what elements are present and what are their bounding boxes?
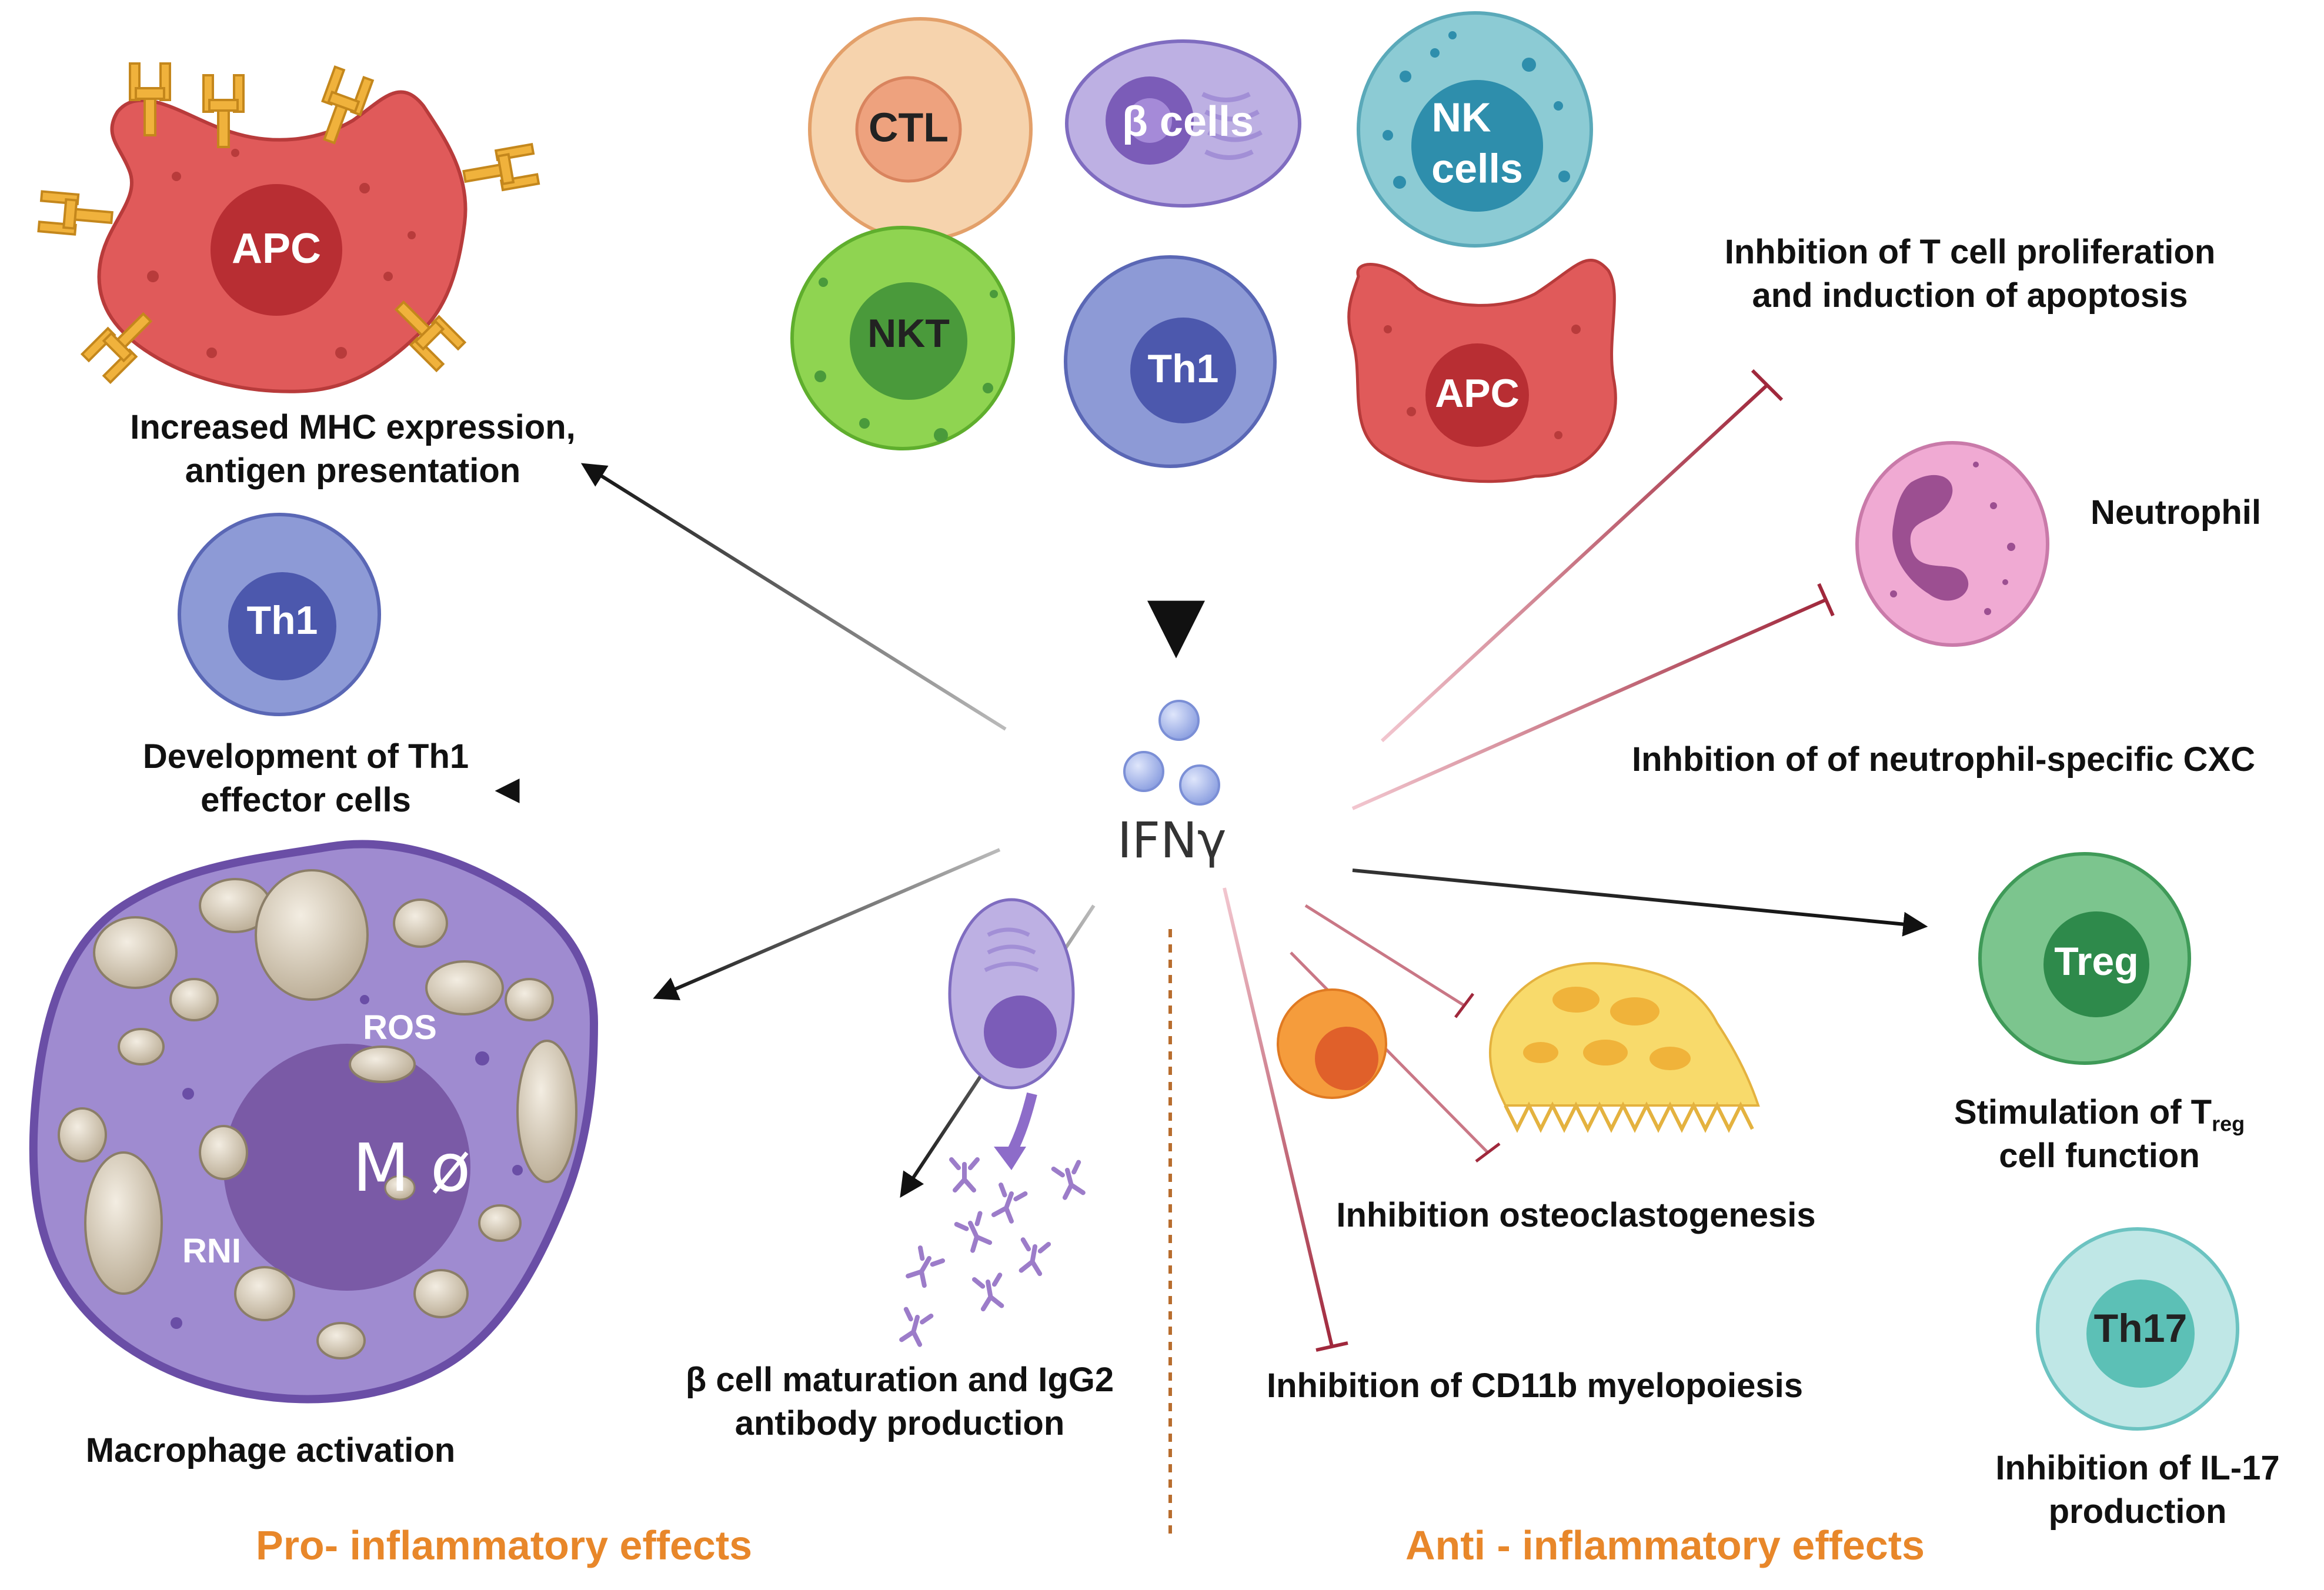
arrow-to-macrophage <box>653 848 1001 1001</box>
pro-apc-caption-line2: antigen presentation <box>185 452 521 490</box>
source-apc-cell: APC <box>1347 259 1617 483</box>
macrophage-ros-label: ROS <box>363 1008 437 1047</box>
source-th1-cell: Th1 <box>1064 255 1277 468</box>
pro-apc-caption: Increased MHC expression, antigen presen… <box>88 406 617 493</box>
treg-cell: Treg <box>1978 852 2191 1065</box>
inhibition-to-osteo-upper <box>1304 904 1474 1018</box>
source-th1-label: Th1 <box>1148 346 1219 391</box>
tcell-caption-line2: and induction of apoptosis <box>1752 276 2188 315</box>
treg-caption-prefix: Stimulation of T <box>1954 1093 2212 1131</box>
pro-th1-caption-line1: Development of Th1 <box>142 737 469 776</box>
source-nkt-label: NKT <box>867 311 950 356</box>
ifng-molecules <box>1123 700 1220 806</box>
inhibition-to-osteo-lower <box>1290 951 1501 1163</box>
source-nk-label: NK <box>1431 94 1491 140</box>
treg-caption: Stimulation of Treg cell function <box>1911 1091 2288 1178</box>
arrow-to-treg <box>1352 869 1928 937</box>
treg-caption-line2: cell function <box>1999 1137 2200 1175</box>
th17-caption-line1: Inhibition of IL-17 <box>1995 1449 2280 1487</box>
source-nk-label2: cells <box>1431 145 1523 191</box>
th17-caption: Inhibition of IL-17 production <box>1952 1447 2323 1534</box>
pro-th1-cell: Th1 <box>178 513 381 716</box>
treg-label: Treg <box>2054 939 2139 984</box>
neutrophil-cell <box>1855 441 2049 647</box>
neutrophil-caption: Inhbition of of neutrophil-specific CXC <box>1631 740 2256 779</box>
osteo-caption: Inhibition osteoclastogenesis <box>1336 1196 1816 1234</box>
anti-section-title: Anti - inflammatory effects <box>1405 1522 1925 1568</box>
th17-cell: Th17 <box>2036 1227 2239 1431</box>
th17-label: Th17 <box>2094 1306 2188 1351</box>
treg-caption-line1: Stimulation of Treg <box>1911 1091 2288 1134</box>
plasma-b-cell <box>898 898 1086 1345</box>
source-apc-label: APC <box>1435 371 1520 416</box>
source-nkt-cell: NKT <box>790 226 1015 450</box>
cd11b-caption: Inhibition of CD11b myelopoiesis <box>1267 1367 1803 1405</box>
pro-th1-caption-line2: effector cells <box>201 781 411 819</box>
pro-apc-cell: APC <box>37 62 540 393</box>
tcell-caption-line1: Inhbition of T cell proliferation <box>1724 233 2216 271</box>
macrophage-label: M ø <box>353 1130 471 1207</box>
ifng-label: IFNγ <box>1117 811 1227 869</box>
macrophage-cell: ROS RNI M ø <box>29 840 599 1404</box>
source-b-cell: β cells <box>1065 39 1301 208</box>
pro-th1-label: Th1 <box>247 598 318 643</box>
pro-th1-caption: Development of Th1 effector cells <box>100 735 512 822</box>
inhibition-to-cd11b <box>1223 887 1348 1352</box>
bcell-caption: β cell maturation and IgG2 antibody prod… <box>617 1358 1182 1445</box>
source-ctl-cell: CTL <box>808 17 1033 242</box>
myeloid-precursor-cell <box>1277 988 1387 1099</box>
macrophage-rni-label: RNI <box>182 1232 241 1270</box>
source-b-label: β cells <box>1122 98 1254 145</box>
th17-caption-line2: production <box>2048 1492 2227 1531</box>
treg-caption-sub: reg <box>2212 1111 2245 1136</box>
source-nk-cell: NK cells <box>1357 11 1593 248</box>
neutrophil-label: Neutrophil <box>2091 493 2261 532</box>
osteoclast-cell <box>1488 962 1760 1133</box>
pro-section-title: Pro- inflammatory effects <box>256 1522 753 1568</box>
bcell-caption-line1: β cell maturation and IgG2 <box>685 1361 1114 1399</box>
pro-apc-label: APC <box>232 225 321 272</box>
arrow-to-apc <box>580 463 1007 731</box>
inhibition-to-neutrophil <box>1351 583 1835 810</box>
tcell-caption: Inhbition of T cell proliferation and in… <box>1676 231 2264 318</box>
inhibition-to-tcell <box>1380 369 1784 743</box>
macrophage-caption: Macrophage activation <box>85 1431 456 1469</box>
pro-apc-caption-line1: Increased MHC expression, <box>130 408 576 446</box>
source-ctl-label: CTL <box>869 104 949 150</box>
bcell-caption-line2: antibody production <box>734 1404 1065 1442</box>
